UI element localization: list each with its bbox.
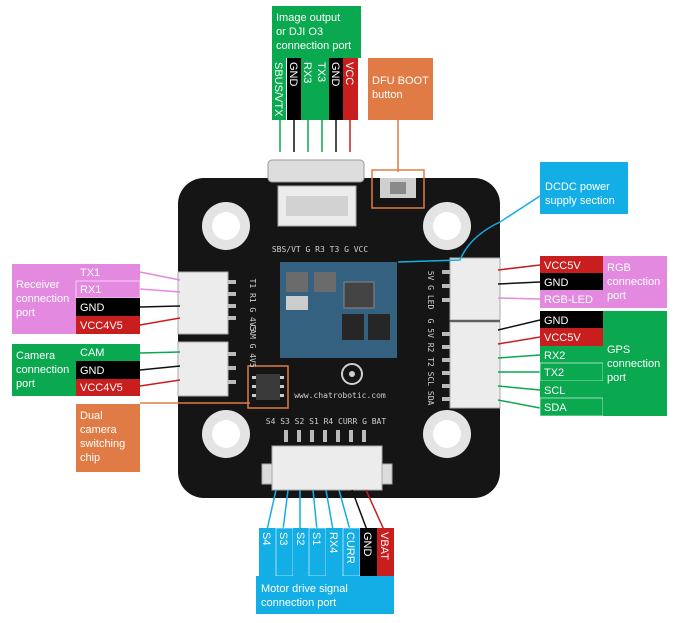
gps-connector — [442, 321, 501, 409]
silk-left1: T1 R1 G 4V5 — [248, 279, 257, 332]
pin-s3: S3 — [277, 532, 289, 545]
callout-gps-line3: port — [607, 372, 626, 384]
pin-cam: CAM — [80, 347, 104, 359]
pin-s1: S1 — [310, 532, 322, 545]
callout-dual-line1: Dual — [80, 410, 103, 422]
callout-rgb-line2: connection — [607, 276, 660, 288]
silk-right1: 5V G LED — [426, 271, 435, 310]
pin-vcc4v5-receiver: VCC4V5 — [80, 320, 123, 332]
leader-lines — [139, 118, 541, 531]
callout-gps-line2: connection — [607, 358, 660, 370]
receiver-connector — [177, 271, 236, 335]
callout-receiver-line3: port — [16, 307, 35, 319]
pin-rgb-led: RGB-LED — [544, 294, 593, 306]
callout-camera-line1: Camera — [16, 350, 56, 362]
callout-rgb-line1: RGB — [607, 262, 631, 274]
callout-camera-line2: connection — [16, 364, 69, 376]
callout-dual-camera: Dual camera switching chip — [76, 404, 140, 472]
pin-gnd-top2: GND — [329, 62, 341, 87]
pin-sda: SDA — [544, 402, 567, 414]
callout-motor: Motor drive signal connection port — [256, 576, 394, 614]
pin-s2: S2 — [294, 532, 306, 545]
pin-tx3: TX3 — [315, 62, 327, 82]
pin-gnd-top1: GND — [287, 62, 299, 87]
callout-motor-line1: Motor drive signal — [261, 583, 348, 595]
callout-rgb: RGB connection port — [603, 256, 667, 308]
image-output-pins: SBUS/VTX GND RX3 TX3 GND VCC — [272, 58, 358, 120]
callout-dcdc-line1: DCDC power — [545, 181, 610, 193]
pin-tx2: TX2 — [544, 367, 564, 379]
dcdc-section — [280, 262, 397, 358]
brand-logo — [341, 363, 363, 385]
callout-dual-line2: camera — [80, 424, 118, 436]
callout-image-output-line1: Image output — [276, 12, 340, 24]
callout-dual-line4: chip — [80, 452, 100, 464]
brand-text: www.chatrobotic.com — [294, 391, 386, 400]
callout-dcdc-line2: supply section — [545, 195, 615, 207]
gps-pins: GND VCC5V RX2 TX2 SCL SDA — [539, 311, 604, 417]
pin-gnd-receiver: GND — [80, 302, 105, 314]
pin-scl: SCL — [544, 385, 565, 397]
callout-dcdc: DCDC power supply section — [540, 162, 628, 214]
silk-right2: G 5V R2 T2 SCL SDA — [426, 319, 435, 406]
silk-left2: CAM G 4V5 — [248, 324, 257, 368]
mounting-holes — [202, 202, 471, 458]
callout-dfu-line1: DFU BOOT — [372, 75, 429, 87]
pin-rx1: RX1 — [80, 284, 101, 296]
pin-vcc5v-gps: VCC5V — [544, 332, 581, 344]
pin-curr: CURR — [344, 532, 356, 564]
callout-rgb-line3: port — [607, 290, 626, 302]
motor-pins: S4 S3 S2 S1 RX4 CURR GND VBAT — [259, 527, 394, 577]
pin-vcc-top: VCC — [343, 62, 355, 85]
pin-sbus-vtx: SBUS/VTX — [272, 62, 284, 117]
rgb-pins: VCC5V GND RGB-LED — [540, 256, 603, 308]
pin-tx1: TX1 — [80, 267, 100, 279]
pin-gnd-camera: GND — [80, 365, 105, 377]
callout-camera-line3: port — [16, 378, 35, 390]
rgb-connector — [442, 257, 501, 321]
pin-rx4: RX4 — [327, 532, 339, 553]
pin-gnd-motor: GND — [361, 532, 373, 557]
dual-camera-chip — [247, 365, 289, 409]
callout-camera: Camera connection port — [12, 344, 76, 396]
callout-image-output-line2: or DJI O3 — [276, 26, 323, 38]
callout-receiver: Receiver connection port — [12, 264, 76, 334]
pin-vcc4v5-camera: VCC4V5 — [80, 382, 123, 394]
pin-gnd-gps: GND — [544, 315, 569, 327]
callout-gps: GPS connection port — [603, 311, 667, 416]
callout-dfu-boot: DFU BOOT button — [368, 58, 433, 120]
pin-s4: S4 — [260, 532, 272, 545]
pin-vcc5v-rgb: VCC5V — [544, 260, 581, 272]
callout-motor-line2: connection port — [261, 597, 336, 609]
pin-rx3: RX3 — [301, 62, 313, 83]
motor-connector — [261, 430, 393, 491]
callout-receiver-line1: Receiver — [16, 279, 60, 291]
silk-bottom: S4 S3 S2 S1 R4 CURR G BAT — [266, 417, 387, 426]
callout-receiver-line2: connection — [16, 293, 69, 305]
receiver-pins: TX1 RX1 GND VCC4V5 — [75, 264, 141, 334]
board: www.chatrobotic.com SBS/VT G R3 T3 G VCC… — [177, 159, 501, 498]
pin-gnd-rgb: GND — [544, 277, 569, 289]
pin-rx2: RX2 — [544, 350, 565, 362]
camera-connector — [177, 341, 236, 397]
callout-image-output: Image output or DJI O3 connection port — [272, 6, 361, 58]
callout-gps-line1: GPS — [607, 344, 630, 356]
top-connector — [267, 159, 365, 227]
camera-pins: CAM GND VCC4V5 — [76, 344, 140, 396]
callout-image-output-line3: connection port — [276, 40, 351, 52]
callout-dual-line3: switching — [80, 438, 125, 450]
callout-dfu-line2: button — [372, 89, 403, 101]
silk-top: SBS/VT G R3 T3 G VCC — [272, 245, 369, 254]
pin-vbat: VBAT — [378, 532, 390, 560]
